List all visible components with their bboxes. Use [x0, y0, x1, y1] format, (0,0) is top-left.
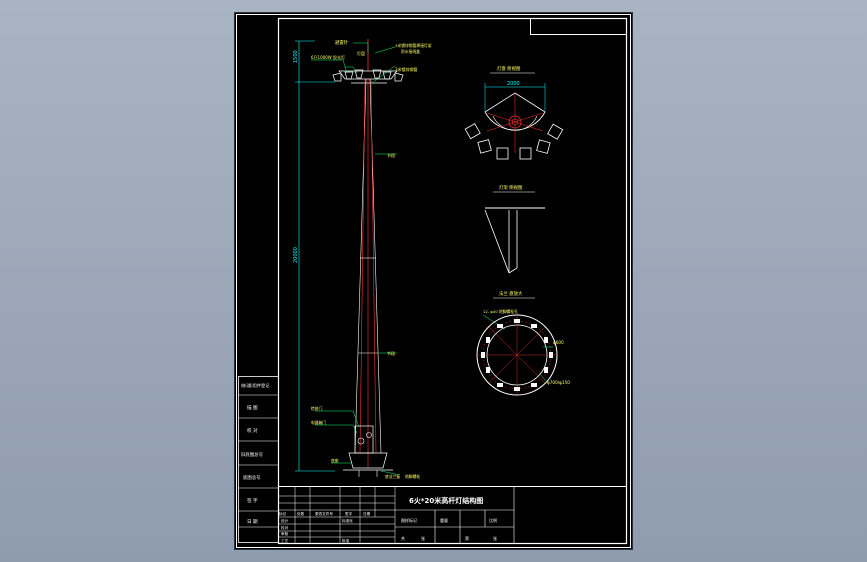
side-row-1: 描 图: [247, 404, 258, 411]
tb-sheet-0: 共: [401, 535, 405, 541]
tb-header-0: 标记: [279, 511, 287, 516]
bracket-side-view: 灯架 侧视图: [484, 184, 545, 274]
flange-d2: φ700/φ150: [547, 380, 570, 385]
tb-header-4: 日期: [363, 511, 371, 516]
label-base: 底座: [331, 458, 339, 463]
tb-header-3: 签字: [345, 511, 353, 516]
label-lightning-rod: 避雷针: [335, 39, 349, 46]
flange-title: 法兰 盘放大: [499, 290, 523, 297]
tb-role-0: 设计: [281, 518, 289, 523]
tb-header-2: 更改文件号: [315, 511, 333, 516]
lamp-disc-top-view: 灯盘 俯视图 2000: [464, 65, 564, 160]
tb-approve-label: 批准: [342, 538, 350, 543]
tb-mark-col-1: 重量: [440, 517, 448, 523]
tb-sheet-1: 张: [421, 535, 425, 541]
outer-border: [236, 14, 631, 548]
side-row-2: 校 对: [247, 427, 258, 434]
label-lamp-disc: 灯盘: [357, 50, 365, 56]
side-row-6: 日 期: [247, 519, 258, 525]
side-row-4: 底图总号: [243, 474, 261, 481]
cad-drawing: 1500 20000: [236, 14, 631, 548]
title-block: 标记 处数 更改文件号 签字 日期 设计 校对 审核 工艺 标准化 批准 6火*…: [278, 486, 627, 544]
corner-box: [530, 18, 627, 35]
label-segment-lower: 节段: [387, 350, 395, 356]
inner-frame: [277, 17, 628, 545]
tb-header-1: 处数: [297, 511, 305, 516]
tb-role-1: 校对: [281, 525, 289, 530]
tb-mark-col-0: 图样标记: [401, 517, 417, 523]
side-row-5: 签 字: [247, 497, 258, 504]
tb-sheet-2: 第: [465, 535, 469, 541]
tb-role-2: 审核: [281, 531, 289, 536]
flange-d1: φ600: [553, 340, 564, 345]
dim-mid: 20000: [293, 247, 299, 263]
dim-top: 1500: [293, 50, 299, 63]
pole-view: 1500 20000: [293, 39, 432, 479]
drawing-title: 6火*20米高杆灯结构图: [409, 496, 483, 505]
bracket-title: 灯架 侧视图: [499, 184, 523, 191]
note-lamp-frame: 3米镀锌钢管焊接灯架: [395, 43, 432, 48]
side-row-0: 借(通)用件登记: [241, 382, 270, 389]
label-anchor-bolt: 地脚螺栓: [405, 474, 420, 479]
label-flange-plate: 底法兰板: [385, 474, 400, 479]
label-electric-box-door: 电器箱门: [311, 420, 326, 425]
drawing-sheet: 1500 20000: [235, 13, 632, 549]
tb-sheet-3: 张: [493, 535, 497, 541]
top-view-title: 灯盘 俯视图: [497, 65, 521, 72]
flange-note: 12- φ40 地脚螺栓孔: [483, 309, 518, 314]
tb-std-label: 标准化: [342, 518, 353, 523]
label-service-door: 检修门: [311, 406, 323, 411]
tb-role-3: 工艺: [281, 538, 289, 543]
side-row-3: 旧底图总号: [241, 451, 264, 458]
label-segment-upper: 节段: [387, 152, 395, 158]
side-table: 借(通)用件登记 描 图 校 对 旧底图总号 底图总号 签 字 日 期: [238, 376, 279, 543]
top-view-dim: 2000: [507, 81, 520, 87]
flange-view: 法兰 盘放大 12- φ40 地脚螺栓孔 φ600: [476, 290, 570, 396]
label-steel-tube: 3米镀锌钢管: [395, 66, 418, 72]
label-floodlights: 6只1000W 投光灯: [311, 54, 345, 60]
tb-mark-col-2: 比例: [489, 517, 497, 523]
note-junction-box: 防水接线盒: [401, 49, 420, 54]
